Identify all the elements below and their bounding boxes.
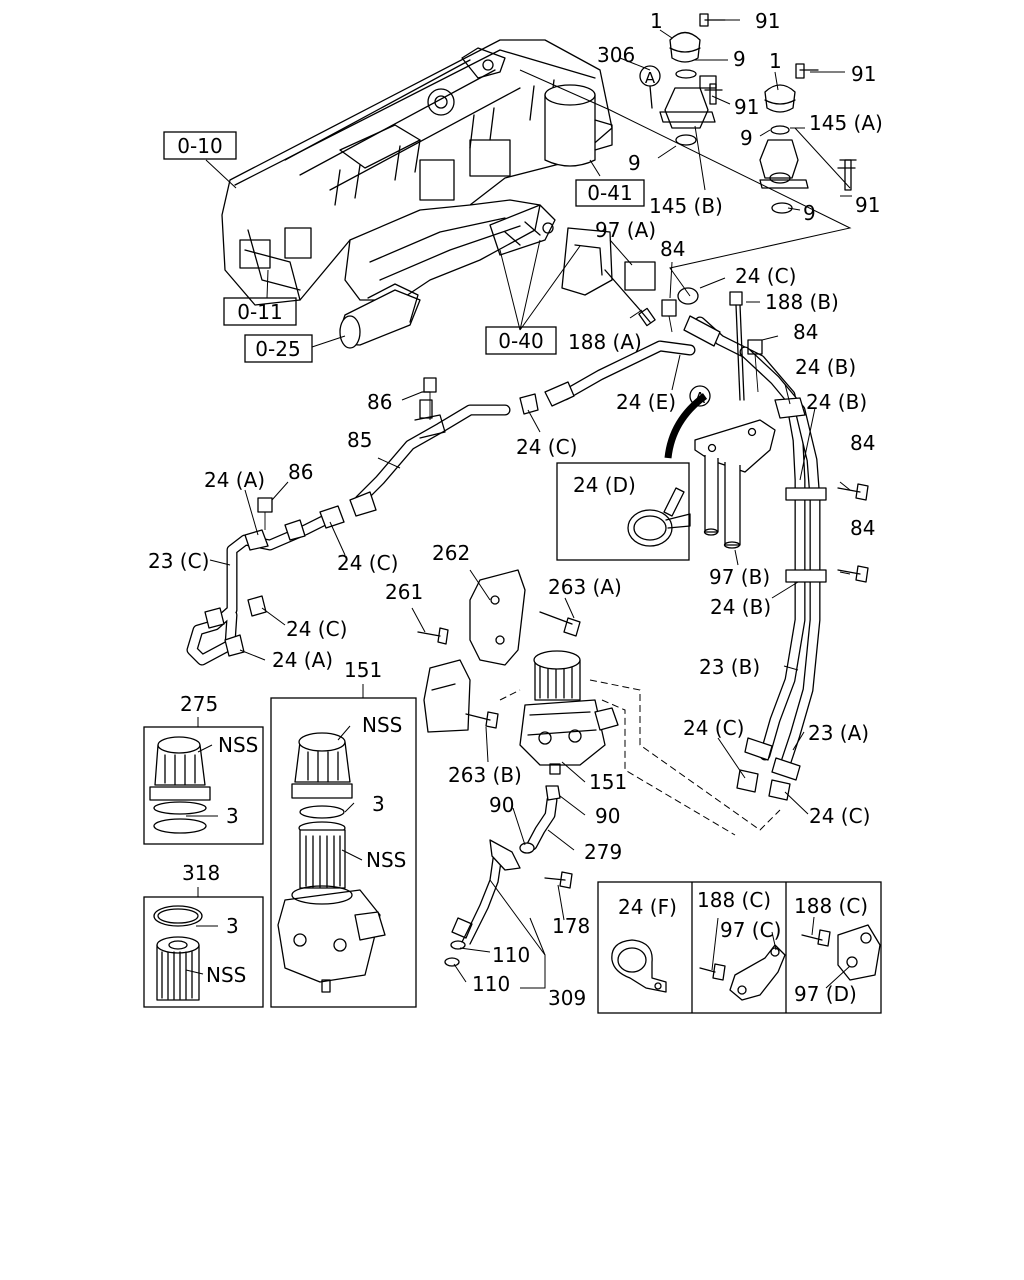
callout: 24 (E) xyxy=(616,390,676,414)
callout: 24 (C) xyxy=(337,551,398,575)
callout-nss: NSS xyxy=(362,713,402,737)
ref-0-10-label: 0-10 xyxy=(177,134,222,158)
fuel-lines xyxy=(186,287,869,801)
callout: 24 (B) xyxy=(806,390,867,414)
callout: 188 (A) xyxy=(568,330,642,354)
callout: 110 xyxy=(492,943,530,967)
callout: 23 (B) xyxy=(699,655,760,679)
callout-nss: NSS xyxy=(206,963,246,987)
callout: 9 xyxy=(733,47,746,71)
callout: 24 (C) xyxy=(516,435,577,459)
callout: 9 xyxy=(628,151,641,175)
callout-nss: NSS xyxy=(218,733,258,757)
callout: 3 xyxy=(226,804,239,828)
callout: 90 xyxy=(489,793,514,817)
callout: 24 (C) xyxy=(809,804,870,828)
callout: 275 xyxy=(180,692,218,716)
callout: 318 xyxy=(182,861,220,885)
callout: 24 (C) xyxy=(735,264,796,288)
callout: 3 xyxy=(226,914,239,938)
fuel-filter-assembly xyxy=(417,569,781,967)
ref-0-41 xyxy=(575,179,645,207)
callout: 86 xyxy=(367,390,392,414)
callout: 110 xyxy=(472,972,510,996)
callout: 188 (C) xyxy=(794,894,868,918)
marker-a-upper: A xyxy=(645,69,656,87)
ref-0-40-label: 0-40 xyxy=(498,329,543,353)
engine-illustration xyxy=(221,39,656,349)
leader-lines xyxy=(185,19,852,989)
kit-275 xyxy=(143,726,264,845)
callout: 91 xyxy=(755,9,780,33)
callout: 306 xyxy=(597,43,635,67)
callout: 91 xyxy=(855,193,880,217)
callout: 90 xyxy=(595,804,620,828)
callout-24d: 24 (D) xyxy=(573,473,636,497)
inset-24d xyxy=(556,462,691,561)
reference-boxes: 0-10 0-41 0-11 0-40 0-25 xyxy=(163,131,645,363)
callout: 23 (C) xyxy=(148,549,209,573)
callout: 9 xyxy=(740,126,753,150)
ref-0-10 xyxy=(163,131,237,160)
callout: 84 xyxy=(850,431,875,455)
marker-a-lower: A xyxy=(695,389,706,407)
ref-0-41-label: 0-41 xyxy=(587,181,632,205)
ref-0-40 xyxy=(485,326,557,355)
callout: 261 xyxy=(385,580,423,604)
kit-318 xyxy=(143,896,264,1008)
callout-nss: NSS xyxy=(366,848,406,872)
callout: 84 xyxy=(660,237,685,261)
callout: 188 (C) xyxy=(697,888,771,912)
ref-0-11-label: 0-11 xyxy=(237,300,282,324)
callout: 24 (C) xyxy=(286,617,347,641)
callout: 24 (B) xyxy=(710,595,771,619)
callout: 24 (F) xyxy=(618,895,677,919)
callout: 1 xyxy=(650,9,663,33)
kit-151 xyxy=(270,697,417,1008)
kit-clips xyxy=(597,881,882,1014)
callout: 188 (B) xyxy=(765,290,839,314)
callout: 151 xyxy=(344,658,382,682)
callout: 84 xyxy=(850,516,875,540)
callout: 86 xyxy=(288,460,313,484)
callout: 9 xyxy=(803,201,816,225)
callout: 279 xyxy=(584,840,622,864)
callout-labels: 1 91 306 9 1 91 91 145 (A) 9 9 9 91 145 … xyxy=(148,9,883,1010)
callout: 24 (A) xyxy=(204,468,265,492)
callout: 151 xyxy=(589,770,627,794)
callout: 145 (A) xyxy=(809,111,883,135)
callout: 97 (C) xyxy=(720,918,781,942)
ref-0-11 xyxy=(223,297,297,326)
callout: 263 (A) xyxy=(548,575,622,599)
callout: 24 (A) xyxy=(272,648,333,672)
ref-0-25 xyxy=(244,334,313,363)
callout: 23 (A) xyxy=(808,721,869,745)
callout: 309 xyxy=(548,986,586,1010)
callout: 91 xyxy=(851,62,876,86)
callout: 97 (D) xyxy=(794,982,857,1006)
callout: 3 xyxy=(372,792,385,816)
callout: 85 xyxy=(347,428,372,452)
callout: 1 xyxy=(769,49,782,73)
callout: 145 (B) xyxy=(649,194,723,218)
callout: 262 xyxy=(432,541,470,565)
callout: 24 (B) xyxy=(795,355,856,379)
callout: 178 xyxy=(552,914,590,938)
callout: 84 xyxy=(793,320,818,344)
callout: 91 xyxy=(734,95,759,119)
callout: 263 (B) xyxy=(448,763,522,787)
ref-0-25-label: 0-25 xyxy=(255,337,300,361)
filter-heads-upper xyxy=(639,13,857,214)
callout: 97 (B) xyxy=(709,565,770,589)
callout: 24 (C) xyxy=(683,716,744,740)
callout: 97 (A) xyxy=(595,218,656,242)
